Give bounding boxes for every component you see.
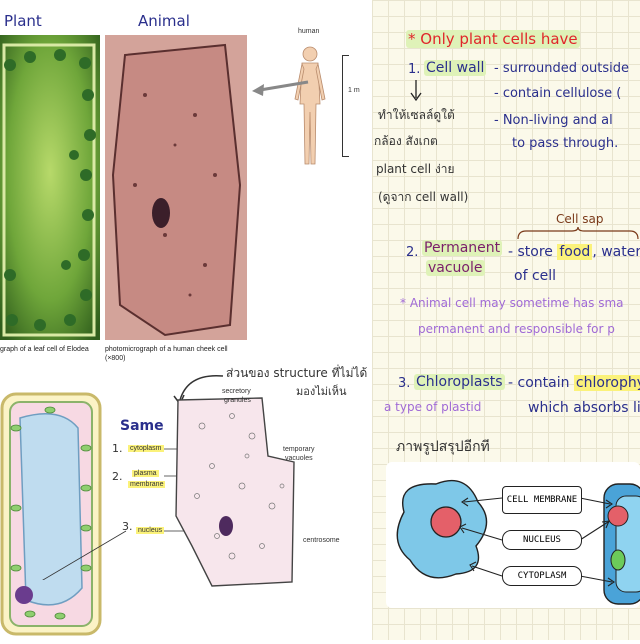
pointer-arrow-icon [250,78,310,102]
thai-side-1: ทำให้เซลล์ดูใต้ [378,108,455,122]
item2-line-2: of cell [514,268,557,284]
thai-side-4: (ดูจาก cell wall) [378,190,469,204]
elodea-photo [0,35,100,340]
cheek-cell-photo [105,35,247,340]
item3-chloro: chlorophyl [573,375,640,391]
human-label: human [298,28,320,35]
item2-name-1-text: Permanent [422,240,503,256]
notes-title: * Only plant cells have [406,30,580,48]
item2-line-1a: - store [508,244,558,260]
human-figure [290,44,330,169]
label-plasma-1: plasma [132,470,159,477]
label-secretory-2: granules [224,397,251,404]
cell-sap-label: Cell sap [556,212,604,226]
item2-num: 2. [406,245,419,260]
diagram-label-membrane: CELL MEMBRANE [502,486,582,514]
diagram-label-nucleus: NUCLEUS [502,530,582,550]
item2-name-2-text: vacuole [426,260,485,276]
item2-line-1: - store food, water [508,244,640,260]
item1-line-3: - Non-living and al [494,113,613,128]
animal-cell-diagram [172,396,297,588]
num-3: 3. [122,520,133,533]
num-1: 1. [112,442,123,455]
caption-cheek: photomicrograph of a human cheek cell [105,346,228,353]
diagram-label-cytoplasm: CYTOPLASM [502,566,582,586]
notes-title-text: * Only plant cells have [406,30,580,48]
notes-panel: * Only plant cells have 1. Cell wall - s… [372,0,640,640]
thai-note-top: ส่วนของ structure ที่ไม่ได้ [226,366,368,380]
caption-cheek-mag: (×800) [105,355,126,362]
same-label: Same [120,418,164,434]
num-2: 2. [112,470,123,483]
label-plasma-2: membrane [128,481,166,488]
caption-leaf: graph of a leaf cell of Elodea [0,346,89,353]
scale-bar [342,55,349,157]
item1-line-1: - surrounded outside [494,61,630,76]
plant-cell-diagram [0,388,110,640]
item3-sub: a type of plastid [384,400,482,414]
thai-note-top-2: มองไม่เห็น [296,385,347,398]
item1-name-text: Cell wall [424,60,487,76]
thai-side-3: plant cell ง่าย [376,162,455,176]
brace-icon [516,226,640,245]
item3-line-1a: - contain [508,375,574,391]
thai-summary: ภาพรูปสรุปอีกที [396,439,490,455]
diagram-label-nucleus-text: NUCLEUS [523,535,561,545]
item3-name: Chloroplasts [414,374,505,390]
label-nucleus: nucleus [136,527,165,534]
diagram-label-membrane-text: CELL MEMBRANE [506,495,578,505]
summary-diagram: CELL MEMBRANE NUCLEUS CYTOPLASM [386,462,640,608]
item1-line-4: to pass through. [512,136,619,151]
note-line-1: * Animal cell may sometime has sma [400,296,624,310]
animal-heading: Animal [138,12,190,30]
down-arrow-icon [410,80,422,106]
plant-heading: Plant [4,12,42,30]
item3-line-2: which absorbs li [528,400,640,416]
note-line-2: permanent and responsible for p [418,322,615,336]
label-centrosome: centrosome [303,537,340,544]
item2-name-1: Permanent [422,240,503,256]
label-temporary-1: temporary [283,446,315,453]
item1-line-2: - contain cellulose ( [494,86,622,101]
item1-name: Cell wall [424,60,487,76]
item3-line-1: - contain chlorophyl [508,375,640,391]
item3-num: 3. [398,376,411,391]
textbook-page: Plant Animal human 1 m graph of a [0,12,368,640]
diagram-label-cytoplasm-text: CYTOPLASM [517,571,567,581]
label-secretory-1: secretory [222,388,251,395]
item2-food: food [557,244,593,260]
item2-line-1b: , water [592,244,640,260]
label-temporary-2: vacuoles [285,455,313,462]
item3-name-text: Chloroplasts [414,374,505,390]
item2-name-2: vacuole [426,260,485,276]
scale-label: 1 m [348,87,360,94]
item1-num: 1. [408,62,421,77]
thai-side-2: กล้อง สังเกต [374,134,438,148]
label-cytoplasm: cytoplasm [128,445,164,452]
